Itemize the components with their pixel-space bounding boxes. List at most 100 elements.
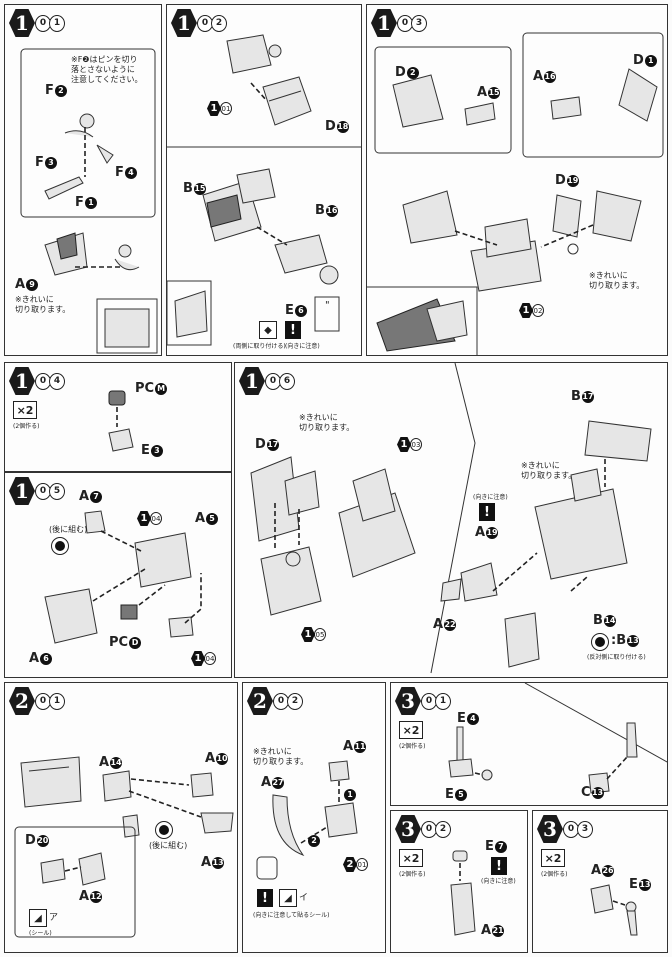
assembly-drawing [44, 510, 202, 644]
quote-mark: " [325, 300, 330, 311]
caption-direction: (向きに注意) [481, 878, 516, 885]
seal-caption: (向きに注意して貼るシール) [253, 912, 330, 919]
assembly-drawing [250, 363, 652, 674]
part-label-a22: A22 [433, 617, 457, 632]
make-two-badge: ×2 [399, 721, 423, 739]
cut-note-left: ※きれいに 切り取ります。 [299, 413, 355, 432]
part-label-a15: A15 [477, 85, 501, 100]
assembly-drawing [20, 48, 158, 354]
part-label-a14: A14 [99, 755, 123, 770]
part-label-d19: D19 [555, 173, 579, 188]
part-label-a12: A12 [79, 889, 103, 904]
part-label-c13: C13 [581, 785, 604, 800]
part-label-e13: E13 [629, 877, 651, 892]
caption-direction: (向きに注意) [285, 343, 320, 350]
cut-note: ※きれいに 切り取ります。 [15, 295, 71, 314]
exclamation-icon: ! [479, 503, 495, 521]
cut-note: ※きれいに 切り取ります。 [253, 747, 309, 766]
seal-icon: ◢ [279, 889, 297, 907]
seal-code: ア [49, 913, 59, 923]
part-label-a13: A13 [201, 855, 225, 870]
caption-assemble-later: (後に組む) [49, 525, 88, 534]
cut-note: ※きれいに 切り取ります。 [589, 271, 645, 290]
exclamation-icon: ! [285, 321, 301, 339]
part-label-d18: D18 [325, 119, 349, 134]
assembly-drawing [450, 850, 476, 936]
assembly-drawing [108, 390, 134, 452]
caption-assemble-later: (後に組む) [149, 841, 188, 850]
make-two-caption: (2個作る) [399, 871, 426, 878]
part-label-a19: A19 [475, 525, 499, 540]
part-label-a10: A10 [205, 751, 229, 766]
part-label-b14: B14 [593, 613, 616, 628]
make-two-badge: ×2 [13, 401, 37, 419]
part-label-b17: B17 [571, 389, 594, 404]
assembly-drawing [14, 756, 234, 938]
make-two-caption: (2個作る) [399, 743, 426, 750]
make-two-badge: ×2 [399, 849, 423, 867]
part-label-b16: B16 [315, 203, 338, 218]
part-label-d20: D20 [25, 833, 49, 848]
assembly-drawing [256, 760, 358, 880]
cut-note-right: ※きれいに 切り取ります。 [521, 461, 577, 480]
seal-caption: (シール) [29, 930, 52, 937]
part-label-b15: B15 [183, 181, 206, 196]
part-label-a21: A21 [481, 923, 505, 938]
order-1: 1 [343, 787, 356, 802]
assemble-later-icon [51, 537, 69, 555]
part-label-a26: A26 [591, 863, 615, 878]
part-label-d17: D17 [255, 437, 279, 452]
exclamation-icon: ! [491, 857, 507, 875]
exclamation-icon: ! [257, 889, 273, 907]
caption-opposite-side: (反対側に取り付ける) [587, 654, 646, 661]
assembly-drawing [367, 32, 664, 355]
opposite-side-icon [591, 633, 609, 651]
caption-both-sides: (両側に取り付ける) [233, 343, 286, 350]
make-two-badge: ×2 [541, 849, 565, 867]
part-label-a16: A16 [533, 69, 557, 84]
caution-note: ※F❷はピンを切り 落とさないように 注意してください。 [71, 55, 143, 84]
both-sides-icon: ◆ [259, 321, 277, 339]
seal-code: イ [299, 893, 309, 903]
